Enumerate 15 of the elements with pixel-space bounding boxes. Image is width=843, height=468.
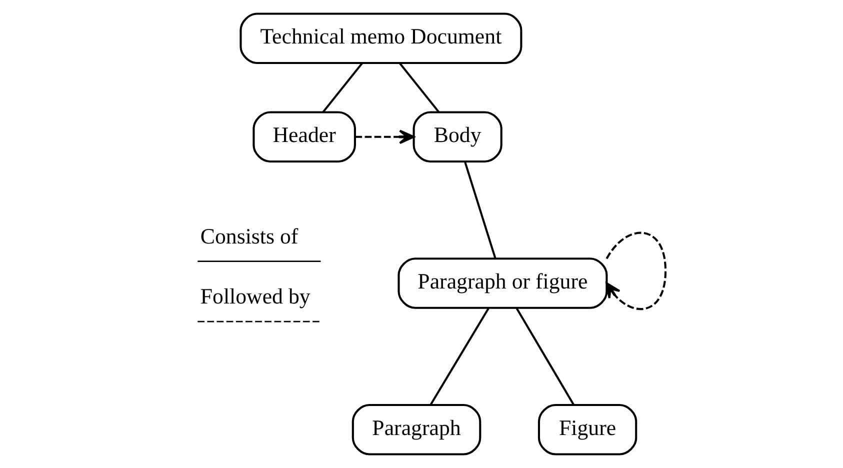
connector bbox=[515, 308, 574, 406]
node-box: Paragraph or figure bbox=[397, 258, 608, 309]
connector bbox=[429, 308, 489, 406]
node-box: Paragraph bbox=[351, 404, 481, 456]
arrow bbox=[605, 232, 666, 310]
legend-label: Followed by bbox=[200, 284, 310, 308]
node-box: Figure bbox=[537, 404, 637, 456]
node-box: Header bbox=[252, 111, 356, 163]
node-box: Body bbox=[412, 111, 502, 163]
connector bbox=[464, 162, 496, 259]
legend-label: Consists of bbox=[200, 223, 298, 248]
arrow bbox=[354, 130, 414, 144]
connector bbox=[398, 62, 440, 113]
node-box: Technical memo Document bbox=[239, 12, 522, 64]
connector bbox=[322, 62, 362, 113]
